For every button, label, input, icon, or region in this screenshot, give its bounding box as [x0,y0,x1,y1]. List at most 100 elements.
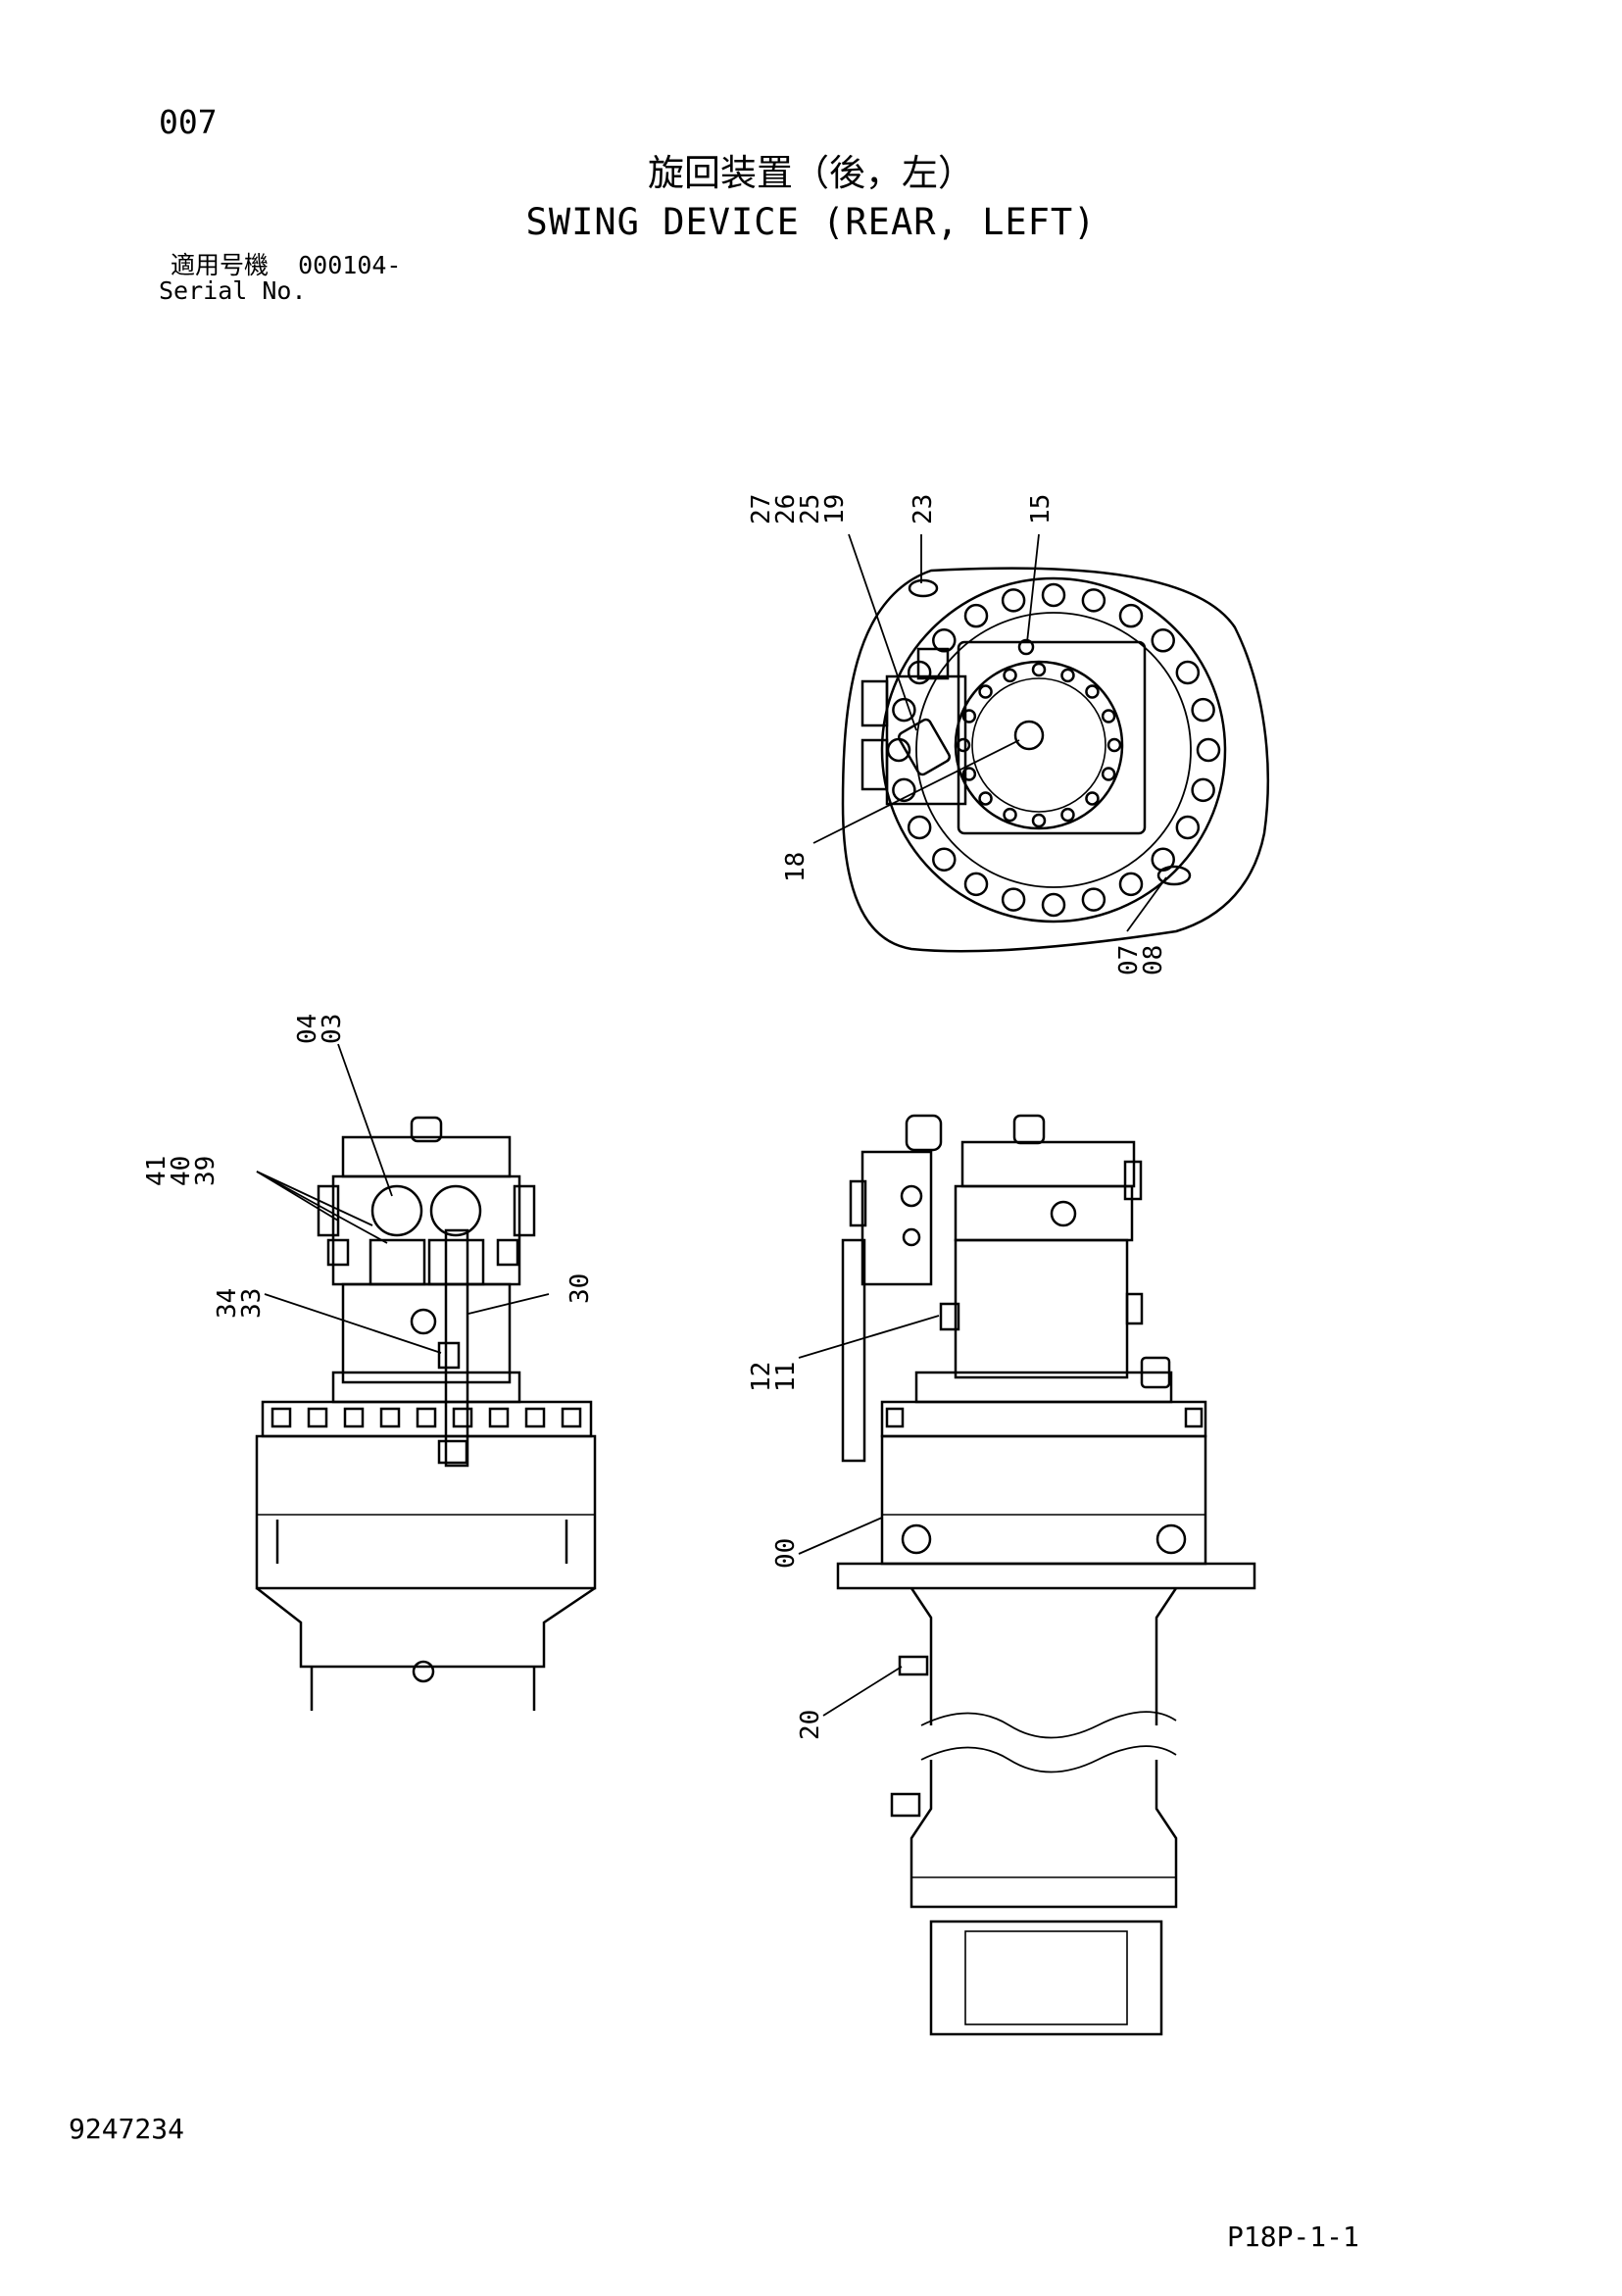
top-view [841,567,1269,953]
flange-bolt-hole [1081,887,1106,912]
front-bolt-head [1184,1407,1204,1428]
serial-row-japanese: 適用号機 000104- [171,253,401,277]
side-bolt-head [452,1407,473,1428]
flange-bolt-hole [1191,777,1215,803]
callout-30: 30 [565,1273,595,1304]
leader-30 [467,1293,550,1315]
flange-bolt-hole [1196,737,1221,763]
front-mount-plate [880,1400,1207,1438]
flange-ring-inner [915,612,1192,888]
side-bolt-head [307,1407,328,1428]
motor-body [954,660,1124,830]
motor-bolt [978,684,993,699]
flange-bolt-hole [932,628,957,653]
callout-03: 03 [318,1014,347,1044]
callout-19: 19 [820,494,850,524]
motor-bolt [1085,791,1100,806]
side-plug [410,1308,437,1335]
leader-20 [822,1666,903,1717]
flange-bolt-hole [1041,582,1066,608]
callout-27: 27 [747,494,776,524]
side-port-block-left [369,1238,426,1286]
motor-bolt [1003,668,1017,683]
callout-41: 41 [142,1156,172,1186]
callout-26: 26 [771,494,801,524]
front-valve-block [860,1150,933,1286]
callout-labels: 27 26 25 19 23 15 18 07 08 04 03 41 40 3… [142,494,1168,1740]
leader-33 [264,1293,442,1354]
flange-bolt-hole [1191,697,1215,723]
front-breather [1140,1356,1171,1389]
front-lifting-eye-right [1155,1523,1187,1555]
document-number: 9247234 [69,2113,185,2145]
callout-11: 11 [771,1362,801,1392]
side-bolt-head [524,1407,546,1428]
motor-bolt [956,737,971,753]
front-pinion-gear [929,1920,1163,2036]
break-line-lower [920,1745,1177,1773]
motor-bolt [978,791,993,806]
callout-08: 08 [1139,945,1168,975]
front-lifting-eye-left [901,1523,932,1555]
front-valve-port-b [902,1227,921,1247]
flange-ring [880,576,1227,923]
motor-bolt [1003,807,1017,823]
serial-label-english: Serial No. [159,276,307,305]
side-view [255,1116,597,1711]
side-bolt-row [270,1407,582,1428]
callout-04: 04 [293,1014,322,1044]
serial-label-jp: 適用号機 [171,251,270,279]
flange-bolt-hole [1118,603,1144,628]
callout-34: 34 [213,1288,242,1319]
front-view-leaders [798,1315,940,1717]
side-bolt-head [343,1407,365,1428]
callout-25: 25 [796,494,825,524]
leader-19 [848,533,917,731]
valve-port-left-upper [860,679,889,727]
break-line-upper [920,1711,1177,1739]
front-bolt-row [885,1407,1204,1428]
side-flange-right [496,1238,519,1267]
motor-bolt [961,767,977,781]
valve-port-left-lower [860,738,889,791]
side-port-upper-right [429,1184,482,1237]
leader-03 [337,1043,393,1197]
callout-40: 40 [167,1156,196,1186]
motor-bolt [1085,684,1100,699]
callout-00: 00 [771,1538,801,1569]
flange-bolt-hole [1118,872,1144,897]
flange-bolt-hole [1001,588,1026,613]
front-pinion-gear-inner [964,1930,1128,2025]
front-pinion-flange [836,1562,1256,1590]
front-pinion-lower [909,1760,1178,1909]
front-bolt-head [885,1407,905,1428]
leader-11 [798,1315,940,1359]
flange-bolt-hole [1041,892,1066,918]
motor-bolt [1060,807,1075,823]
relief-valve [897,718,952,776]
front-top-cap [960,1140,1136,1188]
motor-bolt [1106,737,1122,753]
side-valve-wing-left [317,1184,340,1237]
front-valve-port-a [900,1184,923,1208]
center-fitting [1013,720,1045,751]
front-upper-body [954,1184,1134,1242]
page-code: P18P-1-1 [1227,2221,1359,2253]
side-reducer-body [255,1434,597,1590]
flange-bolt-hole [1175,660,1201,685]
flange-bolt-hole [892,697,916,723]
callout-07: 07 [1114,945,1144,975]
side-bolt-head [561,1407,582,1428]
callout-39: 39 [191,1156,221,1186]
flange-bolt-hole [932,847,957,872]
side-view-leaders [256,1043,550,1354]
front-upper-flange [1123,1160,1143,1201]
side-bolt-head [416,1407,437,1428]
front-bracket [841,1238,866,1463]
front-fitting-11 [939,1302,960,1331]
serial-value: 000104- [298,251,402,279]
flange-bolt-hole [963,872,989,897]
side-bolt-head [270,1407,292,1428]
side-flange-left [326,1238,350,1267]
